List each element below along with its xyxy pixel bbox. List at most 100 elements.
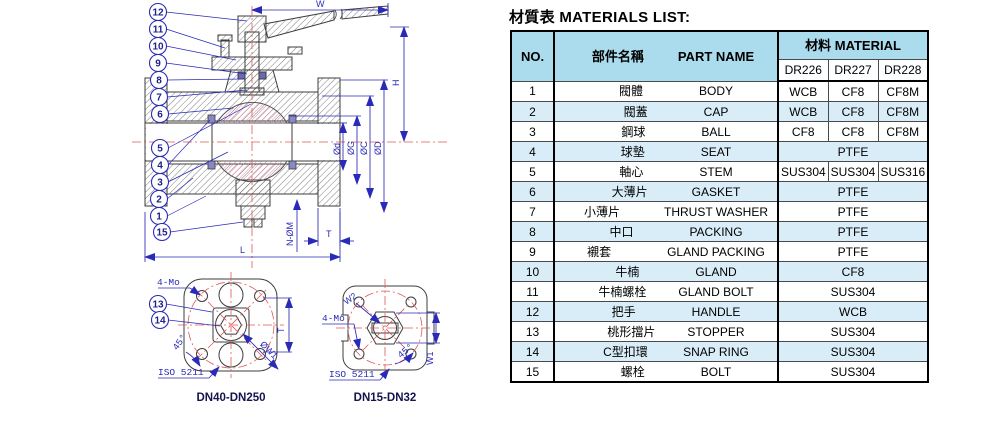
cell-no: 8 <box>510 221 555 242</box>
cell-material: CF8M <box>877 80 929 102</box>
table-row: 5 軸心 STEM SUS304 SUS304 SUS316 <box>510 161 929 182</box>
cell-no: 3 <box>510 121 555 142</box>
iso-label-left: ISO 5211 <box>158 367 204 378</box>
dim-h: H <box>391 80 401 87</box>
callout-6: 6 <box>157 110 163 121</box>
callout-3: 3 <box>157 178 163 189</box>
cell-material: CF8 <box>827 101 879 122</box>
cell-material: PTFE <box>777 141 929 162</box>
dim-dia-d: Ød <box>332 143 342 155</box>
cell-no: 12 <box>510 301 555 322</box>
part-en: BODY <box>698 84 733 99</box>
cell-part: 小薄片 THRUST WASHER <box>553 201 779 222</box>
part-en: STEM <box>699 164 733 179</box>
dim-dia-bigd: ØD <box>373 141 383 155</box>
gland-bolt <box>220 39 230 58</box>
callout-10: 10 <box>152 42 164 53</box>
callout-2: 2 <box>156 195 162 206</box>
cell-no: 5 <box>510 161 555 182</box>
cell-no: 9 <box>510 241 555 262</box>
part-en: STOPPER <box>687 324 745 339</box>
cell-no: 7 <box>510 201 555 222</box>
callout-14: 14 <box>154 316 166 327</box>
part-cn: 小薄片 <box>583 204 620 219</box>
part-cn: 閥蓋 <box>623 104 648 119</box>
cell-material: CF8 <box>827 121 879 142</box>
header-grade-dr228: DR228 <box>877 59 929 82</box>
part-cn: 鋼球 <box>621 124 646 139</box>
cell-material: SUS304 <box>777 281 929 302</box>
dim-t: T <box>326 229 332 239</box>
cell-material: PTFE <box>777 241 929 262</box>
part-cn: 螺栓 <box>620 364 645 379</box>
cell-material: WCB <box>777 80 829 102</box>
header-no: NO. <box>510 30 555 82</box>
part-en: GASKET <box>691 184 741 199</box>
callout-numbers: 12 11 10 9 8 7 6 5 4 3 2 1 15 13 14 <box>152 8 168 327</box>
callout-4: 4 <box>157 161 163 172</box>
cell-part: 閥體 BODY <box>553 80 779 102</box>
header-material-cn: 材料 <box>805 38 832 53</box>
caption-dn40-dn250: DN40-DN250 <box>196 392 265 404</box>
part-cn: C型扣環 <box>603 344 648 359</box>
cell-material: CF8 <box>827 80 879 102</box>
part-cn: 軸心 <box>619 164 644 179</box>
part-en: GLAND BOLT <box>678 284 754 299</box>
dim-dia-c: ØC <box>359 141 369 155</box>
cell-no: 4 <box>510 141 555 162</box>
cell-no: 10 <box>510 261 555 282</box>
cell-material: SUS304 <box>777 321 929 342</box>
part-cn: 把手 <box>611 304 636 319</box>
table-row: 1 閥體 BODY WCB CF8 CF8M <box>510 80 929 102</box>
dimension-lines <box>144 3 440 381</box>
dim-w: W <box>316 0 325 9</box>
materials-list-title: 材質表 MATERIALS LIST: <box>509 9 691 26</box>
cell-material: SUS316 <box>877 161 929 182</box>
cell-no: 1 <box>510 80 555 102</box>
iso-label-right: ISO 5211 <box>329 369 375 380</box>
part-cn: 大薄片 <box>611 184 648 199</box>
dim-bolts-left: 4-Mo <box>157 277 180 288</box>
body-bolt <box>240 205 266 220</box>
header-material-en: MATERIAL <box>834 38 901 53</box>
part-en: THRUST WASHER <box>663 204 768 219</box>
cell-material: WCB <box>777 301 929 322</box>
dim-angle-left: 45° <box>170 332 189 352</box>
callout-11: 11 <box>153 25 164 36</box>
valve-technical-drawing: W H Ød ØG ØC ØD N-ØM T L 4-Mo 45° ISO 52… <box>132 0 448 404</box>
cell-material: SUS304 <box>827 161 879 182</box>
part-cn: 閥體 <box>618 84 643 99</box>
cell-material: PTFE <box>777 221 929 242</box>
cell-material: WCB <box>777 101 829 122</box>
part-en: BOLT <box>700 364 732 379</box>
part-en: PACKING <box>689 224 743 239</box>
callout-12: 12 <box>152 8 164 19</box>
header-grade-dr227: DR227 <box>827 59 879 82</box>
cell-material: SUS304 <box>777 341 929 362</box>
callout-8: 8 <box>156 76 162 87</box>
part-cn: 球墊 <box>620 144 645 159</box>
cell-no: 6 <box>510 181 555 202</box>
header-part-name-cn: 部件名稱 <box>591 48 644 64</box>
cell-material: SUS304 <box>777 161 829 182</box>
part-cn: 襯套 <box>587 244 612 259</box>
callout-13: 13 <box>152 300 164 311</box>
